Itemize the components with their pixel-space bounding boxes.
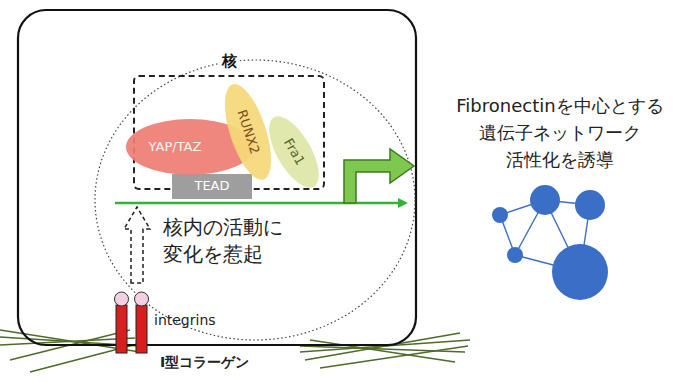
part-label: I型コラーゲン — [160, 353, 249, 372]
collagen-fibers-part — [30, 342, 145, 372]
gene-network-part — [530, 185, 560, 215]
shape-fill — [172, 174, 252, 199]
note-text: 核内の活動に 変化を惹起 — [163, 214, 303, 268]
integrin-symbol — [115, 292, 149, 353]
region-heading: 核 — [219, 53, 240, 70]
signal-arrow-part — [124, 207, 150, 283]
collagen-fibers — [0, 330, 470, 372]
gene-network-part — [507, 247, 523, 263]
dna-line-part — [398, 198, 408, 208]
note-text: Fibronectinを中心とする 遺伝子ネットワーク 活性化を誘導 — [435, 92, 685, 173]
gene-network-part — [552, 244, 608, 300]
shape-fill — [259, 109, 328, 195]
collagen-fibers-part — [305, 333, 460, 360]
gene-network-part — [575, 190, 605, 220]
protein-rect: TEAD — [172, 174, 252, 199]
integrin-symbol-part — [116, 305, 127, 353]
nucleus-outline — [95, 60, 415, 340]
cell-outline — [18, 10, 416, 345]
protein-name: TEAD — [194, 179, 229, 194]
integrin-symbol-part — [136, 305, 147, 353]
protein-name: YAP/TAZ — [149, 140, 202, 155]
gene-network-part — [492, 207, 508, 223]
transcription-arrow-part — [344, 149, 414, 203]
signal-arrow — [124, 207, 150, 283]
dna-line — [115, 198, 408, 208]
nucleus-box: 核YAP/TAZRUNX2Fra1TEAD — [133, 75, 325, 190]
integrin-symbol-part — [135, 292, 149, 306]
gene-network — [492, 185, 608, 300]
integrin-symbol-part — [115, 292, 129, 306]
part-label: integrins — [154, 311, 216, 330]
collagen-fibers-part — [320, 346, 468, 368]
transcription-arrow — [344, 149, 414, 203]
